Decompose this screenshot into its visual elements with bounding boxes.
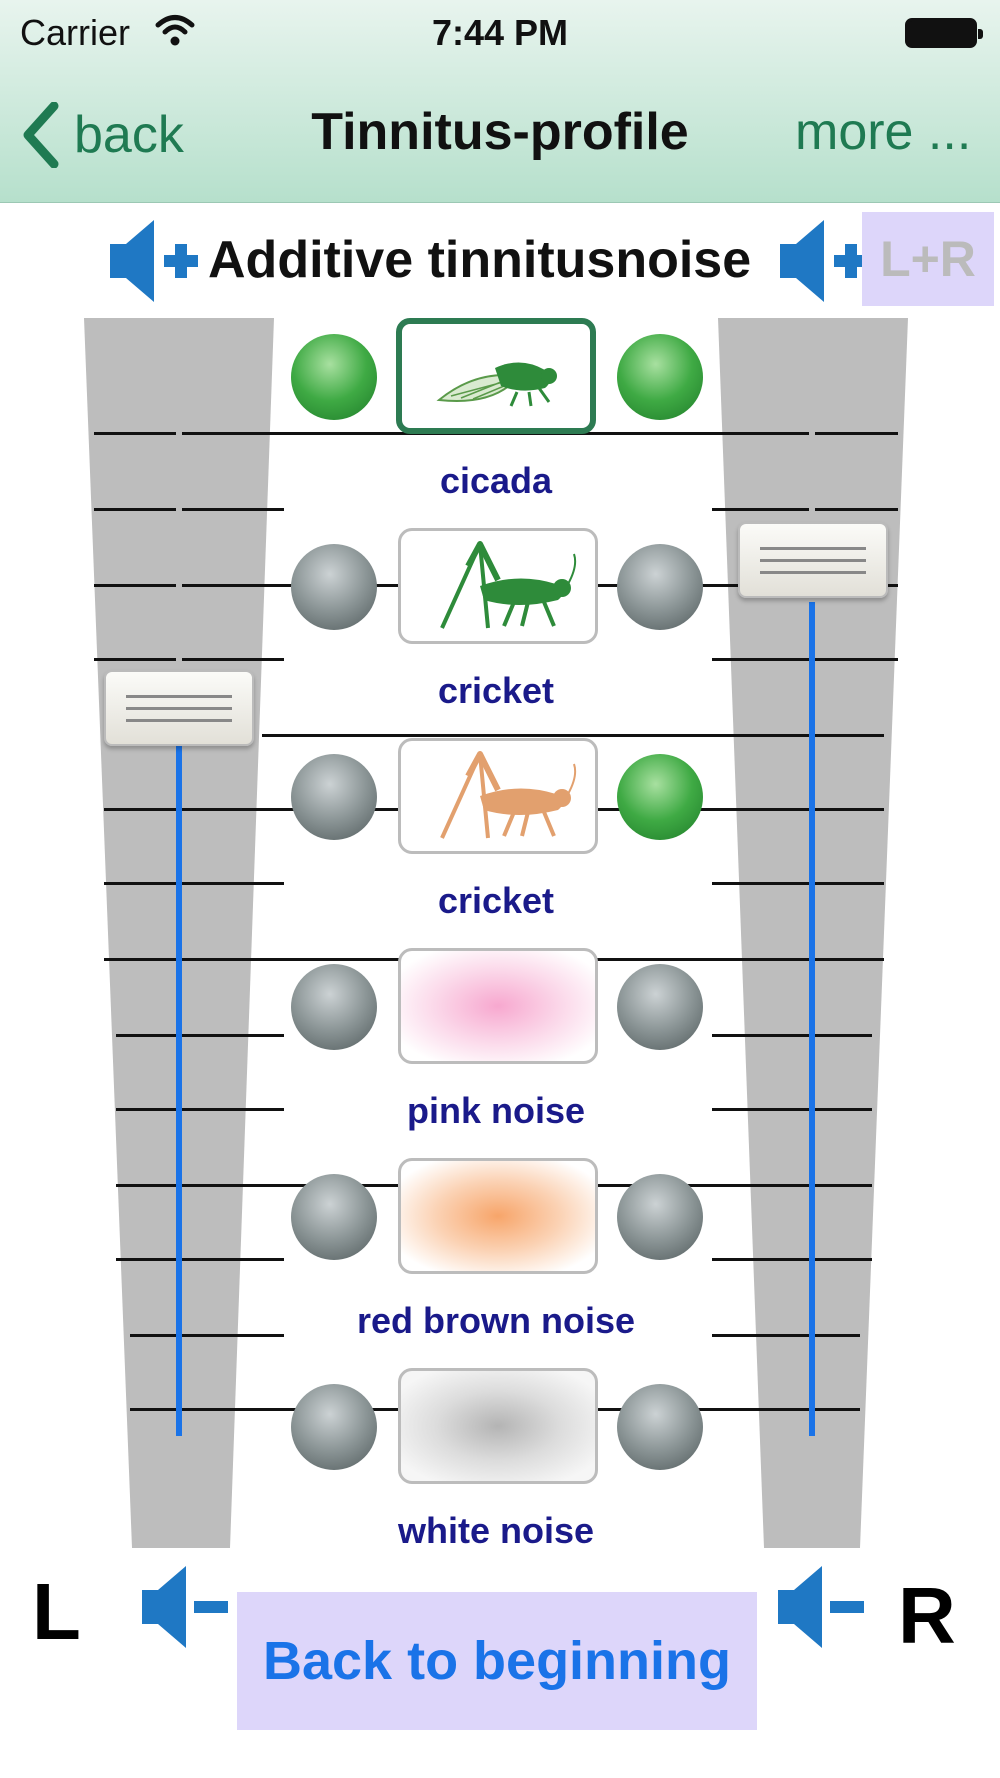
right-slider-rail-upper — [809, 432, 815, 526]
left-volume-track — [84, 318, 274, 1548]
left-scale-tick — [94, 658, 284, 661]
carrier-label: Carrier — [20, 12, 131, 53]
right-scale-tick — [712, 508, 898, 511]
sound-label-cricket: cricket — [437, 670, 555, 711]
section-heading: Additive tinnitusnoise — [208, 231, 752, 289]
left-scale-tick — [104, 958, 284, 961]
speaker-plus-icon[interactable] — [776, 216, 870, 306]
right-scale-tick — [712, 658, 898, 661]
more-button[interactable]: more ... — [795, 103, 972, 161]
cricket-green-tile[interactable] — [398, 528, 598, 644]
right-scale-tick — [712, 882, 884, 885]
right-slider-level — [809, 602, 815, 1436]
cricket-orange-icon — [440, 751, 577, 839]
battery-icon — [905, 18, 983, 48]
left-scale-tick — [116, 1108, 284, 1111]
left-scale-tick — [116, 1034, 284, 1037]
left-scale-tick — [116, 1258, 284, 1261]
cricket-green-right-toggle[interactable] — [617, 544, 703, 630]
right-scale-tick — [712, 432, 898, 435]
sound-label-red-brown-noise: red brown noise — [356, 1300, 636, 1341]
left-channel-label: L — [32, 1567, 81, 1656]
left-scale-tick — [116, 1184, 284, 1187]
right-scale-tick — [712, 1258, 872, 1261]
left-scale-tick — [94, 432, 284, 435]
right-scale-tick — [712, 1108, 872, 1111]
speaker-minus-icon[interactable] — [774, 1562, 868, 1652]
left-scale-tick — [94, 584, 284, 587]
cricket-orange-tile[interactable] — [398, 738, 598, 854]
pink-noise-tile[interactable] — [398, 948, 598, 1064]
cicada-tile[interactable] — [396, 318, 596, 434]
right-volume-track — [718, 318, 908, 1548]
chevron-left-icon — [23, 102, 59, 168]
right-channel-label: R — [898, 1571, 956, 1660]
pink-noise-left-toggle[interactable] — [291, 964, 377, 1050]
back-button-label: back — [74, 106, 184, 164]
speaker-minus-icon[interactable] — [138, 1562, 232, 1652]
left-slider-level — [176, 746, 182, 1436]
cricket-green-icon — [440, 541, 577, 629]
status-time: 7:44 PM — [431, 12, 569, 53]
left-scale-tick — [130, 1334, 284, 1337]
right-scale-tick — [712, 1334, 860, 1337]
pink-noise-right-toggle[interactable] — [617, 964, 703, 1050]
speaker-plus-icon[interactable] — [106, 216, 200, 306]
red-brown-noise-right-toggle[interactable] — [617, 1174, 703, 1260]
sound-label-cicada: cicada — [439, 460, 553, 501]
right-volume-slider-knob[interactable] — [738, 522, 888, 598]
cricket-orange-left-toggle[interactable] — [291, 754, 377, 840]
sound-label-white-noise: white noise — [397, 1510, 595, 1551]
page-title: Tinnitus-profile — [311, 103, 689, 161]
cicada-left-toggle[interactable] — [291, 334, 377, 420]
red-brown-noise-tile[interactable] — [398, 1158, 598, 1274]
left-scale-tick — [104, 808, 284, 811]
right-scale-tick — [712, 1408, 860, 1411]
left-scale-tick — [104, 882, 284, 885]
left-scale-tick — [130, 1408, 284, 1411]
white-noise-tile[interactable] — [398, 1368, 598, 1484]
left-scale-tick — [94, 508, 284, 511]
right-scale-tick — [712, 1034, 872, 1037]
center-scale-line — [262, 734, 884, 737]
right-scale-tick — [712, 808, 884, 811]
back-to-beginning-button[interactable]: Back to beginning — [237, 1592, 757, 1730]
left-volume-slider-knob[interactable] — [104, 670, 254, 746]
right-scale-tick — [712, 1184, 872, 1187]
left-right-link-button[interactable]: L+R — [862, 212, 994, 306]
right-scale-tick — [712, 958, 884, 961]
back-button[interactable]: back — [20, 95, 184, 175]
cricket-orange-right-toggle[interactable] — [617, 754, 703, 840]
red-brown-noise-left-toggle[interactable] — [291, 1174, 377, 1260]
wifi-icon — [155, 15, 195, 46]
cicada-right-toggle[interactable] — [617, 334, 703, 420]
sound-label-pink-noise: pink noise — [406, 1090, 586, 1131]
white-noise-left-toggle[interactable] — [291, 1384, 377, 1470]
cricket-green-left-toggle[interactable] — [291, 544, 377, 630]
cicada-icon — [436, 362, 557, 407]
white-noise-right-toggle[interactable] — [617, 1384, 703, 1470]
sound-label-cricket-2: cricket — [437, 880, 555, 921]
left-slider-rail-upper — [176, 432, 182, 672]
